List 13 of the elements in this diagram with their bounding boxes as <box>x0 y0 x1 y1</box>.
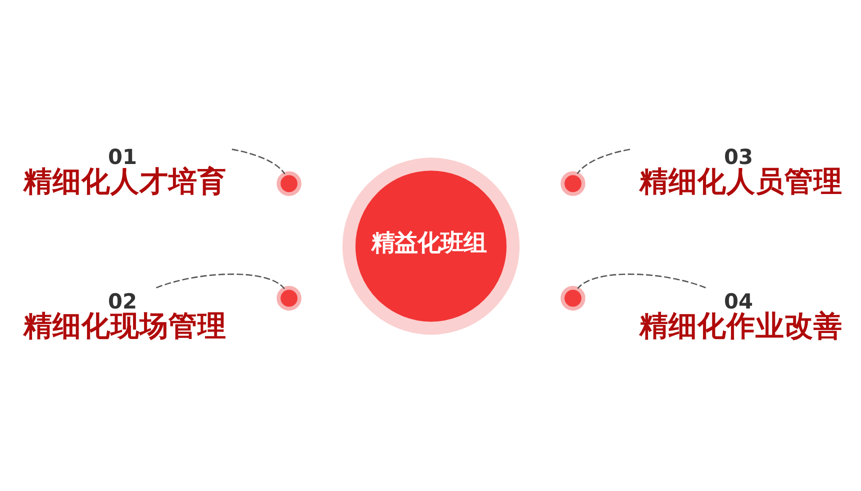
connector <box>155 274 284 290</box>
node-text: 01 精细化人才培育 <box>22 144 226 198</box>
node-text: 03 精细化人员管理 <box>638 144 842 198</box>
node-text: 02 精细化现场管理 <box>22 289 226 342</box>
node-circle <box>276 171 301 196</box>
connector <box>576 274 706 290</box>
node-circle <box>276 286 301 311</box>
node-circle: 精益化班组 <box>342 158 520 335</box>
connector <box>231 148 285 174</box>
connector <box>576 148 630 174</box>
node-circle <box>560 171 585 196</box>
node-circle <box>560 286 585 311</box>
node-text: 04 精细化作业改善 <box>638 289 842 342</box>
